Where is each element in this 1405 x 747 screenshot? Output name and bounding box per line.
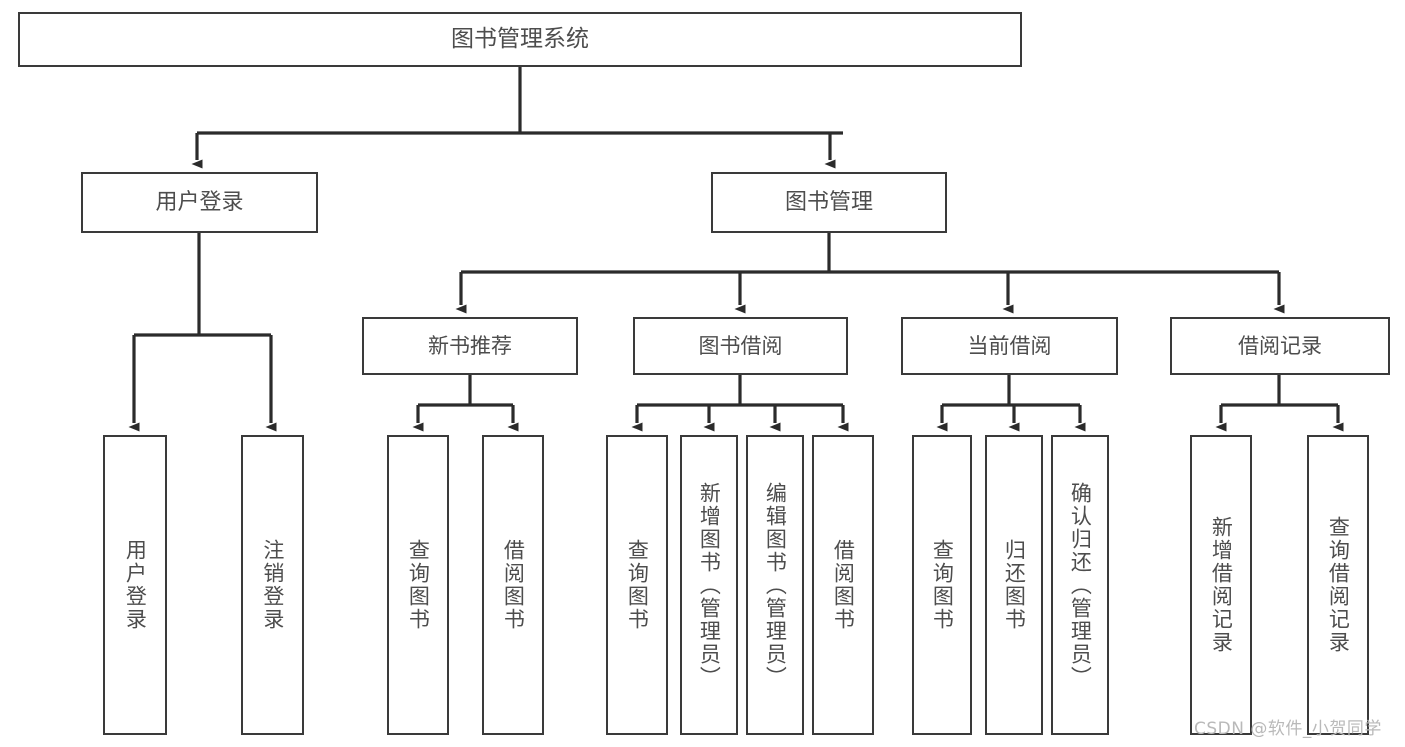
node-root-system[interactable]: 图书管理系统 [18,12,1022,67]
node-leaf-confirm-return-admin[interactable]: 确认归还（管理员） [1051,435,1109,735]
node-leaf-borrow-book[interactable]: 借阅图书 [812,435,874,735]
node-leaf-edit-book-admin[interactable]: 编辑图书（管理员） [746,435,804,735]
node-leaf-borrow-book-recommend[interactable]: 借阅图书 [482,435,544,735]
node-leaf-query-book-recommend[interactable]: 查询图书 [387,435,449,735]
node-leaf-user-login[interactable]: 用户登录 [103,435,167,735]
node-leaf-return-book[interactable]: 归还图书 [985,435,1043,735]
node-borrow-record[interactable]: 借阅记录 [1170,317,1390,375]
node-leaf-add-book-admin[interactable]: 新增图书（管理员） [680,435,738,735]
node-book-borrow[interactable]: 图书借阅 [633,317,848,375]
node-new-book-recommend[interactable]: 新书推荐 [362,317,578,375]
node-book-manage[interactable]: 图书管理 [711,172,947,233]
node-user-login[interactable]: 用户登录 [81,172,318,233]
node-leaf-query-book-borrow[interactable]: 查询图书 [606,435,668,735]
csdn-watermark: CSDN @软件_小贺同学 [1194,719,1382,739]
node-current-borrow[interactable]: 当前借阅 [901,317,1118,375]
node-leaf-query-book-current[interactable]: 查询图书 [912,435,972,735]
node-leaf-add-borrow-record[interactable]: 新增借阅记录 [1190,435,1252,735]
node-leaf-query-borrow-record[interactable]: 查询借阅记录 [1307,435,1369,735]
node-leaf-logout[interactable]: 注销登录 [241,435,304,735]
